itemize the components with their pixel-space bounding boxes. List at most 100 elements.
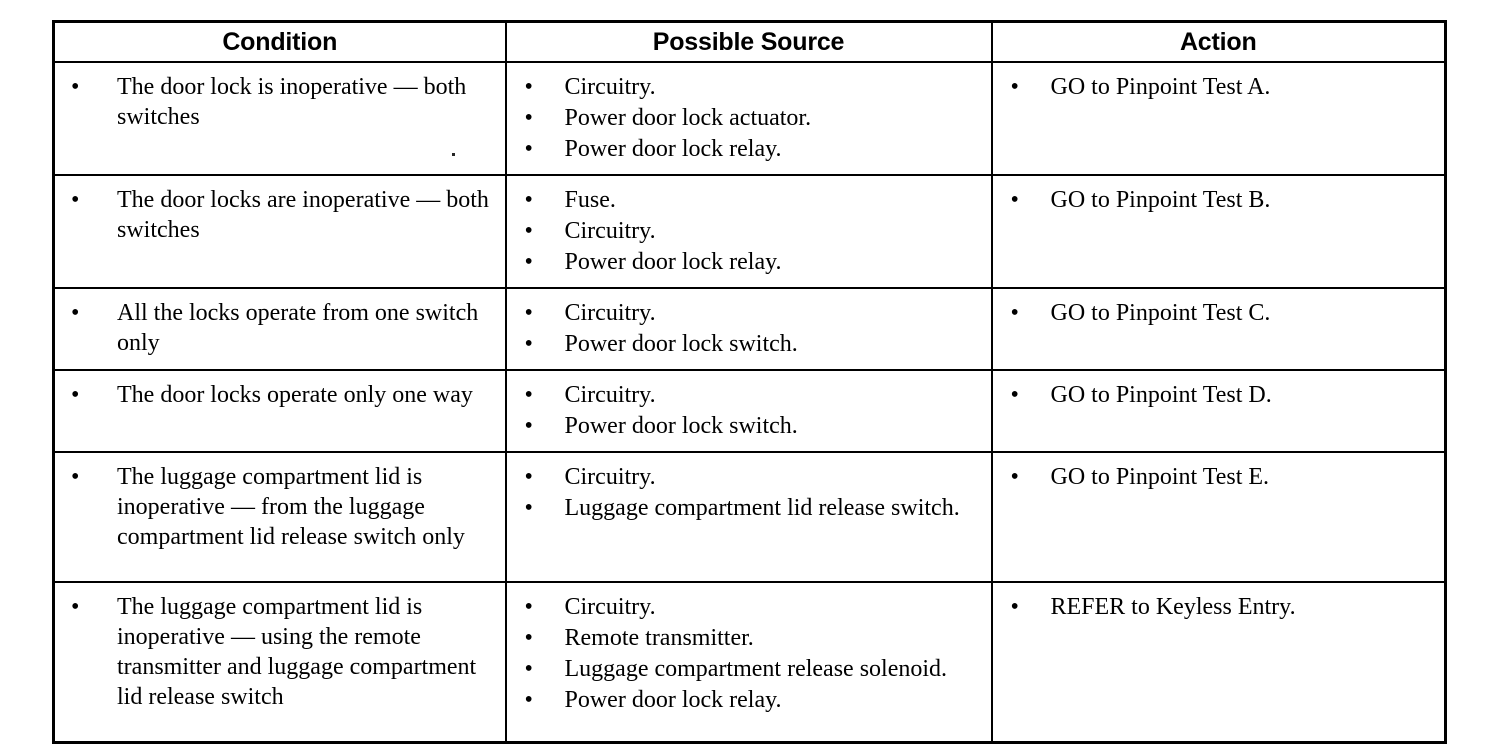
list-item-label: GO to Pinpoint Test D. bbox=[1050, 382, 1272, 408]
table-row: • The door lock is inoperative — both swi… bbox=[52, 61, 1447, 176]
bullet-list: • GO to Pinpoint Test C. bbox=[993, 289, 1445, 338]
list-item: • The luggage compartment lid is inoperat… bbox=[55, 592, 499, 712]
bullet-list: •Circuitry. • Power door lock switch. bbox=[507, 371, 991, 451]
cell-condition: • All the locks operate from one switch o… bbox=[52, 287, 507, 371]
list-item: • Circuitry. bbox=[507, 298, 985, 328]
list-item-label: Power door lock switch. bbox=[564, 331, 798, 357]
cell-action: • GO to Pinpoint Test C. bbox=[990, 287, 1447, 371]
bullet-list: • REFER to Keyless Entry. bbox=[993, 583, 1445, 632]
cell-condition: •The door locks operate only one way bbox=[52, 369, 507, 453]
list-item-label: Power door lock actuator. bbox=[564, 105, 812, 131]
list-item: • All the locks operate from one switch o… bbox=[55, 298, 499, 358]
cell-source: • Circuitry. • Luggage compartment lid rele… bbox=[504, 451, 993, 583]
table-header: Condition Possible Source Action bbox=[52, 20, 1447, 63]
list-item: • Circuitry. bbox=[507, 72, 985, 102]
list-item-label: The luggage compartment lid is inoperati… bbox=[117, 464, 465, 550]
list-item-label: Circuitry. bbox=[564, 74, 656, 100]
cell-condition: • The luggage compartment lid is inoperat… bbox=[52, 451, 507, 583]
bullet-icon: • bbox=[1010, 464, 1019, 490]
bullet-list: • Fuse. •Circuitry.•Power door lock relay. bbox=[507, 176, 991, 287]
cell-source: • Fuse. •Circuitry.•Power door lock relay. bbox=[504, 174, 993, 289]
cell-action: • GO to Pinpoint Test E. bbox=[990, 451, 1447, 583]
table-row: • All the locks operate from one switch o… bbox=[52, 287, 1447, 371]
bullet-icon: • bbox=[71, 300, 80, 326]
list-item-label: Circuitry. bbox=[564, 464, 656, 490]
list-item: • Power door lock relay. bbox=[507, 685, 985, 715]
cell-condition: •The door locks are inoperative — both s… bbox=[52, 174, 507, 289]
list-item: • GO to Pinpoint Test B. bbox=[993, 185, 1439, 215]
list-item-label: Luggage compartment release solenoid. bbox=[564, 656, 948, 682]
list-item: • GO to Pinpoint Test C. bbox=[993, 298, 1439, 328]
list-item-label: Circuitry. bbox=[564, 594, 656, 620]
list-item-label: The door lock is inoperative — both swit… bbox=[117, 74, 467, 130]
bullet-icon: • bbox=[524, 495, 533, 521]
list-item: •The door locks operate only one way bbox=[55, 380, 499, 410]
bullet-icon: • bbox=[71, 594, 80, 620]
bullet-icon: • bbox=[524, 594, 533, 620]
list-item-label: GO to Pinpoint Test C. bbox=[1050, 300, 1271, 326]
list-item: • Luggage compartment release solenoid. bbox=[507, 654, 985, 684]
bullet-list: • GO to Pinpoint Test B. bbox=[993, 176, 1445, 225]
list-item-label: Power door lock switch. bbox=[564, 413, 798, 439]
list-item: •Circuitry. bbox=[507, 380, 985, 410]
list-item-label: GO to Pinpoint Test E. bbox=[1050, 464, 1270, 490]
bullet-icon: • bbox=[524, 136, 533, 162]
list-item: • Power door lock actuator. bbox=[507, 103, 985, 133]
list-item-label: The door locks operate only one way bbox=[117, 382, 473, 408]
bullet-list: • The door lock is inoperative — both swi… bbox=[55, 63, 505, 142]
cell-condition: • The luggage compartment lid is inoperat… bbox=[52, 581, 507, 744]
list-item-label: Luggage compartment lid release switch. bbox=[564, 495, 960, 521]
bullet-icon: • bbox=[524, 625, 533, 651]
list-item: • Luggage compartment lid release switch. bbox=[507, 493, 985, 523]
list-item-label: REFER to Keyless Entry. bbox=[1050, 594, 1296, 620]
bullet-list: • All the locks operate from one switch o… bbox=[55, 289, 505, 368]
bullet-icon: • bbox=[524, 187, 533, 213]
list-item-label: Power door lock relay. bbox=[564, 687, 782, 713]
list-item-label: All the locks operate from one switch on… bbox=[117, 300, 479, 356]
list-item-label: Circuitry. bbox=[564, 300, 656, 326]
table-row: • The luggage compartment lid is inoperat… bbox=[52, 581, 1447, 744]
cell-action: • REFER to Keyless Entry. bbox=[990, 581, 1447, 744]
bullet-icon: • bbox=[524, 105, 533, 131]
bullet-list: •The door locks operate only one way bbox=[55, 371, 505, 420]
bullet-icon: • bbox=[524, 687, 533, 713]
bullet-icon: • bbox=[1010, 187, 1019, 213]
bullet-icon: • bbox=[524, 300, 533, 326]
bullet-list: •GO to Pinpoint Test A. bbox=[993, 63, 1445, 112]
list-item-label: Remote transmitter. bbox=[564, 625, 754, 651]
list-item: • Circuitry. bbox=[507, 592, 985, 622]
column-header-condition: Condition bbox=[52, 20, 507, 63]
bullet-list: • The luggage compartment lid is inoperat… bbox=[55, 583, 505, 722]
list-item-label: The door locks are inoperative — both sw… bbox=[117, 187, 489, 243]
bullet-icon: • bbox=[524, 74, 533, 100]
bullet-icon: • bbox=[524, 331, 533, 357]
list-item-label: Power door lock relay. bbox=[564, 136, 782, 162]
cell-action: •GO to Pinpoint Test D. bbox=[990, 369, 1447, 453]
bullet-icon: • bbox=[71, 74, 80, 100]
bullet-icon: • bbox=[1010, 300, 1019, 326]
bullet-icon: • bbox=[71, 464, 80, 490]
list-item-label: Circuitry. bbox=[564, 218, 656, 244]
cell-source: • Circuitry. • Power door lock actuator. • Po… bbox=[504, 61, 993, 176]
list-item-label: The luggage compartment lid is inoperati… bbox=[117, 594, 477, 710]
bullet-icon: • bbox=[1010, 74, 1019, 100]
list-item-label: GO to Pinpoint Test B. bbox=[1050, 187, 1271, 213]
bullet-list: • Circuitry. • Remote transmitter. • Luggage … bbox=[507, 583, 991, 725]
cell-source: • Circuitry. • Remote transmitter. • Luggage … bbox=[504, 581, 993, 744]
list-item-label: Fuse. bbox=[564, 187, 616, 213]
diagnostic-table: Condition Possible Source Action •The do… bbox=[52, 20, 1447, 744]
list-item: • Power door lock switch. bbox=[507, 411, 985, 441]
scan-speck bbox=[424, 174, 426, 176]
cell-condition: • The door lock is inoperative — both swi… bbox=[52, 61, 507, 176]
list-item-label: Circuitry. bbox=[564, 382, 656, 408]
list-item: •Power door lock relay. bbox=[507, 247, 985, 277]
cell-action: • GO to Pinpoint Test B. bbox=[990, 174, 1447, 289]
bullet-icon: • bbox=[524, 464, 533, 490]
bullet-icon: • bbox=[1010, 594, 1019, 620]
bullet-icon: • bbox=[524, 413, 533, 439]
list-item-label: Power door lock relay. bbox=[564, 249, 782, 275]
bullet-icon: • bbox=[524, 656, 533, 682]
list-item: •Circuitry. bbox=[507, 216, 985, 246]
bullet-list: • The luggage compartment lid is inoperat… bbox=[55, 453, 505, 562]
